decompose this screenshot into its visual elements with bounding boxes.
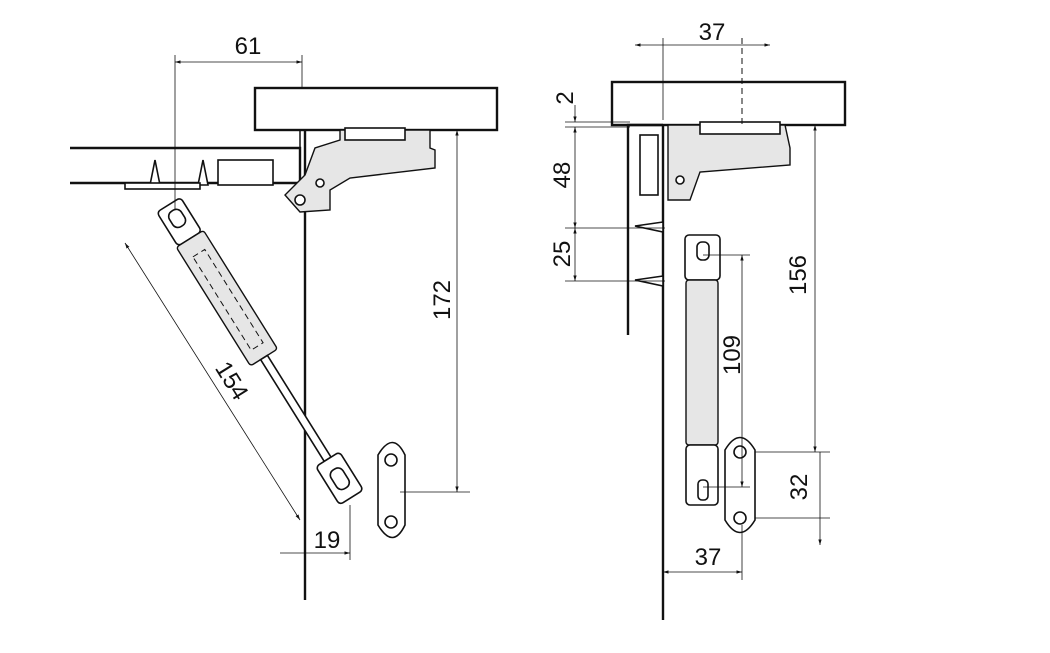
screw-icon [634,221,664,233]
dimension-label: 37 [695,544,722,571]
left-view: 61 172 154 19 [70,33,499,600]
screw-icon [384,515,398,529]
dimension-label: 32 [786,474,813,501]
dimension-label: 156 [785,255,812,295]
screw-icon [733,445,747,459]
dimension-label: 25 [549,241,576,268]
dimension-label: 172 [429,280,456,320]
mounting-bracket [724,436,756,534]
hinge-plate [217,159,274,186]
hinge [284,129,436,213]
top-panel [253,86,499,132]
dimension-label: 19 [314,527,341,554]
screw-icon [384,453,398,467]
door-panel [626,123,663,335]
dimension-label: 109 [719,335,746,375]
dimension-label: 37 [699,19,726,46]
dimension-label: 154 [209,357,253,405]
dimension-label: 48 [549,162,576,189]
dimension-label: 61 [235,33,262,60]
gas-strut [684,234,721,506]
hinge [667,124,791,201]
gas-strut [157,198,363,505]
right-view: 37 2 48 25 156 109 32 37 [549,19,847,620]
dimension-label: 2 [552,91,579,104]
screw-icon [733,511,747,525]
screw-icon [197,159,209,186]
screw-icon [149,159,161,186]
mounting-bracket [377,441,406,539]
top-panel [610,80,847,127]
